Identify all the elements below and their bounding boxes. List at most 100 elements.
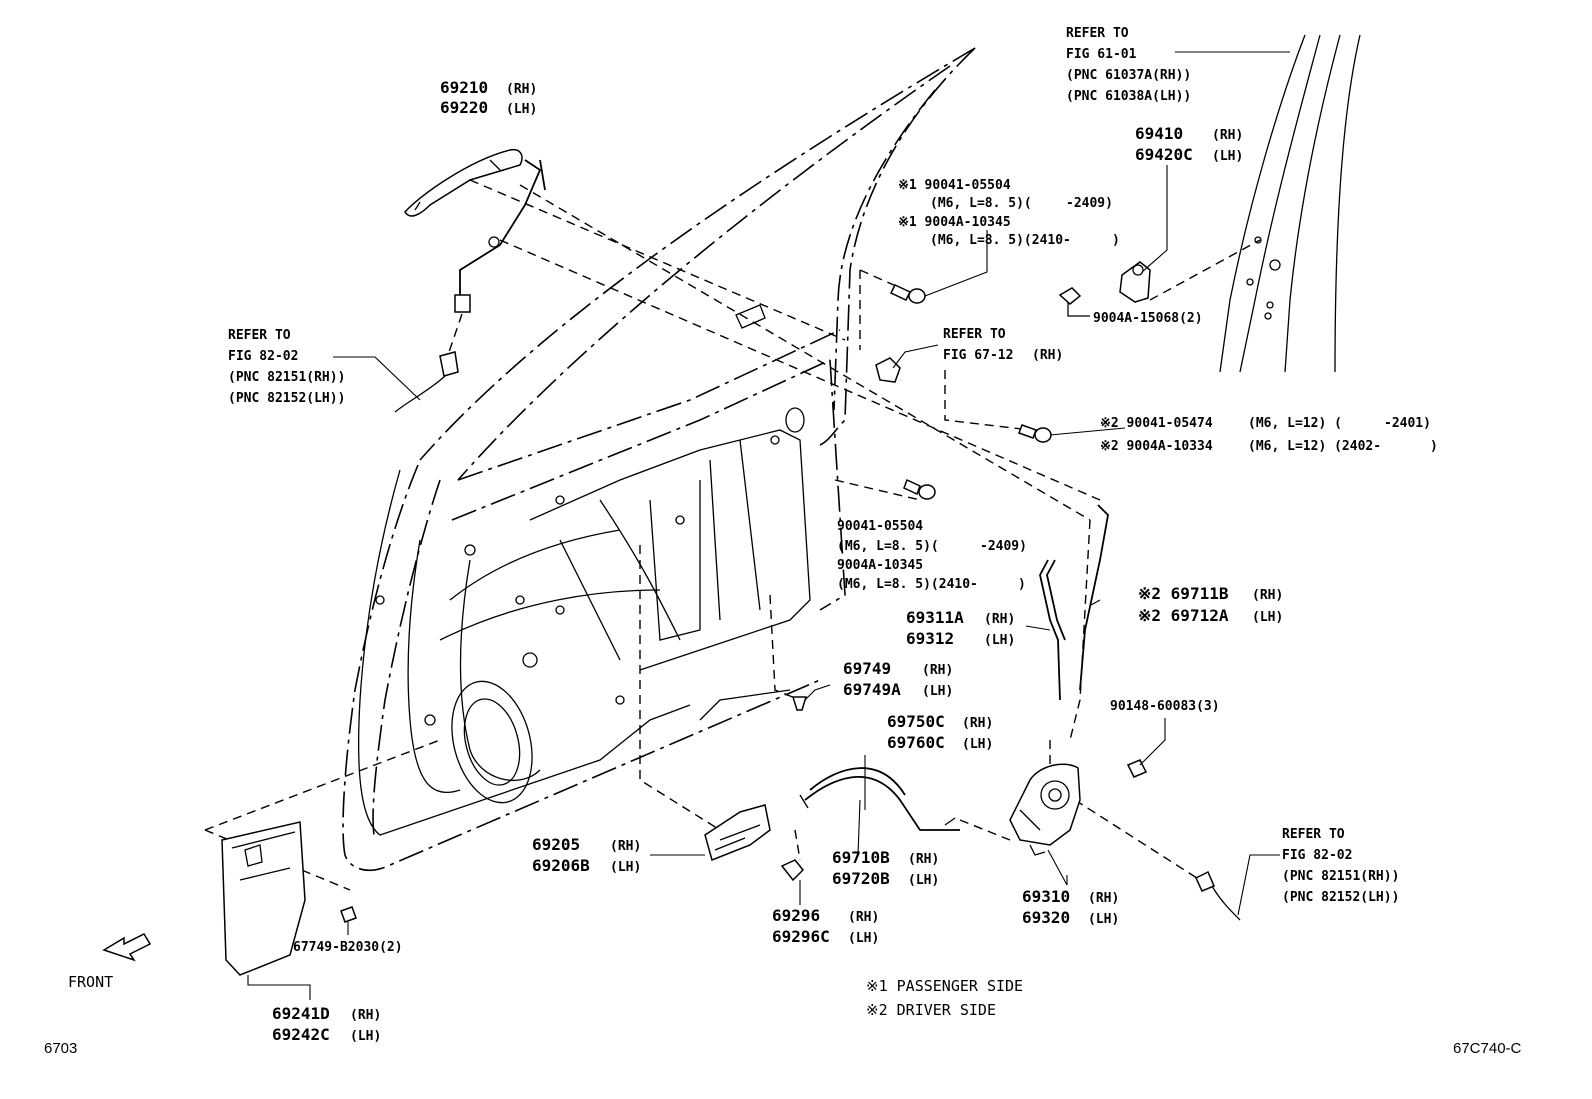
leader-lines [247, 51, 1290, 1000]
svg-text:(RH): (RH) [984, 612, 1015, 627]
svg-text:(RH): (RH) [848, 910, 879, 925]
svg-text:69242C: 69242C [272, 1025, 330, 1044]
svg-text:69710B: 69710B [832, 848, 890, 867]
protector-clip [340, 906, 357, 923]
svg-text:FIG 61-01: FIG 61-01 [1066, 47, 1137, 62]
svg-text:69210: 69210 [440, 78, 488, 97]
callout-lock-screw: 90148-60083(3) [1110, 699, 1220, 714]
svg-text:(RH): (RH) [962, 716, 993, 731]
svg-text:(M6, L=12) (2402-: (M6, L=12) (2402- [1248, 439, 1381, 454]
bolt-center [903, 478, 936, 500]
callout-bolt-passenger: ※1 90041-05504 (M6, L=8. 5)( -2409) ※1 9… [898, 178, 1120, 248]
svg-text:REFER TO: REFER TO [1066, 26, 1129, 41]
svg-text:-2409): -2409) [1066, 196, 1113, 211]
svg-text:-2401): -2401) [1384, 416, 1431, 431]
svg-text:(M6, L=8. 5)(2410-: (M6, L=8. 5)(2410- [837, 577, 978, 592]
wire-harness-left [394, 313, 463, 413]
svg-text:-2409): -2409) [980, 539, 1027, 554]
lock-screw [1126, 759, 1148, 778]
callout-striker-screw: 9004A-15068(2) [1093, 311, 1203, 326]
callout-inside-handle: 69205 (RH) 69206B (LH) [532, 835, 641, 875]
svg-text:(LH): (LH) [984, 633, 1015, 648]
assembly-lines [204, 179, 1261, 891]
svg-text:(PNC 82152(LH)): (PNC 82152(LH)) [1282, 890, 1399, 905]
svg-text:(RH): (RH) [1252, 588, 1283, 603]
handle-screw [780, 859, 805, 882]
callout-cable-upper: 69750C (RH) 69760C (LH) [887, 712, 993, 752]
callout-rod-lock: 69311A (RH) 69312 (LH) [906, 608, 1015, 648]
svg-text:※2 9004A-10334: ※2 9004A-10334 [1100, 439, 1213, 454]
svg-text:69750C: 69750C [887, 712, 945, 731]
svg-text:※2 69711B: ※2 69711B [1138, 584, 1229, 603]
svg-text:(LH): (LH) [908, 873, 939, 888]
svg-text:(LH): (LH) [848, 931, 879, 946]
svg-text:※2 90041-05474: ※2 90041-05474 [1100, 416, 1213, 431]
legend-passenger: ※1 PASSENGER SIDE [866, 977, 1023, 995]
svg-text:69310: 69310 [1022, 887, 1070, 906]
callout-refer-61-01: REFER TO FIG 61-01 (PNC 61037A(RH)) (PNC… [1066, 26, 1191, 104]
callout-protector: 69241D (RH) 69242C (LH) [272, 1004, 381, 1044]
svg-text:(LH): (LH) [350, 1029, 381, 1044]
svg-text:(PNC 82151(RH)): (PNC 82151(RH)) [228, 370, 345, 385]
hinge-clip [875, 357, 901, 383]
svg-text:(RH): (RH) [1088, 891, 1119, 906]
svg-text:69320: 69320 [1022, 908, 1070, 927]
svg-text:※2 69712A: ※2 69712A [1138, 606, 1229, 625]
svg-text:(PNC 61037A(RH)): (PNC 61037A(RH)) [1066, 68, 1191, 83]
callout-bolt-center: 90041-05504 (M6, L=8. 5)( -2409) 9004A-1… [837, 519, 1027, 592]
svg-text:69206B: 69206B [532, 856, 590, 875]
svg-text:(LH): (LH) [962, 737, 993, 752]
svg-text:※1 90041-05504: ※1 90041-05504 [898, 178, 1011, 193]
door-protector-panel [221, 821, 306, 976]
svg-text:FIG 82-02: FIG 82-02 [1282, 848, 1352, 863]
svg-text:(M6, L=12) (: (M6, L=12) ( [1248, 416, 1342, 431]
svg-text:REFER TO: REFER TO [228, 328, 291, 343]
callout-refer-67-12: REFER TO FIG 67-12 (RH) [943, 327, 1063, 363]
svg-text:(RH): (RH) [1212, 128, 1243, 143]
bolt-driver [1018, 424, 1052, 443]
svg-text:(RH): (RH) [922, 663, 953, 678]
door-lock-assembly [1009, 763, 1081, 856]
legend-driver: ※2 DRIVER SIDE [866, 1001, 996, 1019]
callout-clip: 69749 (RH) 69749A (LH) [843, 659, 953, 699]
svg-text:FIG 67-12: FIG 67-12 [943, 348, 1013, 363]
legend: ※1 PASSENGER SIDE ※2 DRIVER SIDE [866, 977, 1023, 1019]
svg-text:9004A-10345: 9004A-10345 [837, 558, 923, 573]
callout-refer-82-02-right: REFER TO FIG 82-02 (PNC 82151(RH)) (PNC … [1282, 827, 1399, 905]
callout-rod-driver: ※2 69711B (RH) ※2 69712A (LH) [1138, 584, 1283, 625]
svg-text:REFER TO: REFER TO [943, 327, 1006, 342]
figure-code: 67C740-C [1453, 1040, 1522, 1057]
svg-text:): ) [1430, 439, 1438, 454]
callout-striker: 69410 (RH) 69420C (LH) [1135, 124, 1243, 164]
svg-text:(LH): (LH) [1088, 912, 1119, 927]
svg-text:(RH): (RH) [506, 82, 537, 97]
svg-text:): ) [1112, 233, 1120, 248]
svg-text:(M6, L=8. 5)(: (M6, L=8. 5)( [837, 539, 939, 554]
svg-text:(LH): (LH) [506, 102, 537, 117]
svg-text:69749A: 69749A [843, 680, 901, 699]
svg-text:(LH): (LH) [922, 684, 953, 699]
svg-text:69311A: 69311A [906, 608, 964, 627]
svg-text:(PNC 61038A(LH)): (PNC 61038A(LH)) [1066, 89, 1191, 104]
svg-text:69760C: 69760C [887, 733, 945, 752]
svg-text:(M6, L=8. 5)(: (M6, L=8. 5)( [930, 196, 1032, 211]
svg-text:(M6, L=8. 5)(2410-: (M6, L=8. 5)(2410- [930, 233, 1071, 248]
door-striker [1119, 261, 1151, 303]
svg-text:(RH): (RH) [1032, 348, 1063, 363]
svg-text:69312: 69312 [906, 629, 954, 648]
svg-text:FIG 82-02: FIG 82-02 [228, 349, 298, 364]
svg-text:(LH): (LH) [1252, 610, 1283, 625]
svg-text:(RH): (RH) [350, 1008, 381, 1023]
striker-screw [1058, 287, 1090, 317]
retainer-clip [791, 696, 808, 711]
svg-text:REFER TO: REFER TO [1282, 827, 1345, 842]
callout-refer-82-02-left: REFER TO FIG 82-02 (PNC 82151(RH)) (PNC … [228, 328, 345, 406]
callout-outside-handle: 69210 (RH) 69220 (LH) [440, 78, 537, 117]
front-arrow-icon [102, 933, 152, 962]
lock-rods [1039, 504, 1109, 701]
svg-text:69205: 69205 [532, 835, 580, 854]
svg-text:※1 9004A-10345: ※1 9004A-10345 [898, 215, 1011, 230]
svg-text:69749: 69749 [843, 659, 891, 678]
inner-door-panel [357, 304, 811, 836]
inside-door-handle [704, 804, 771, 862]
